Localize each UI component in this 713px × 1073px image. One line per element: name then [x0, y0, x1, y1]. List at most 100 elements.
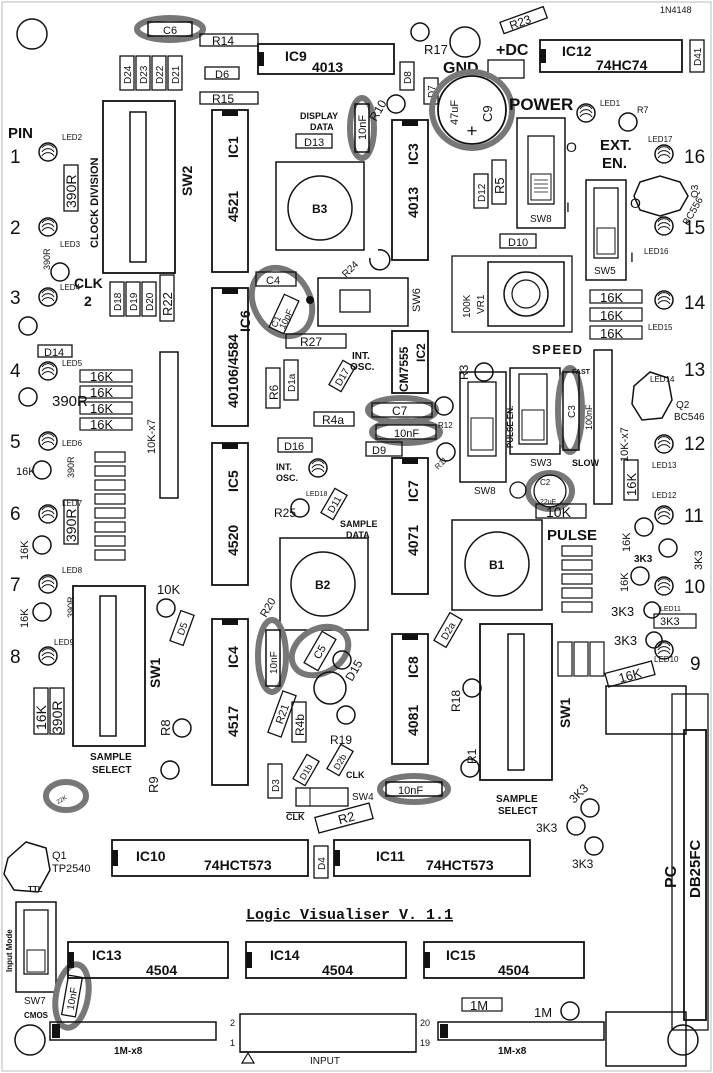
svg-text:IC8: IC8: [405, 656, 421, 678]
sw5-outline: [585, 179, 627, 281]
r15-label: R15: [212, 92, 234, 106]
svg-text:SW6: SW6: [411, 288, 423, 312]
svg-text:10K: 10K: [157, 582, 180, 597]
svg-text:IC5: IC5: [225, 470, 241, 492]
svg-text:D22: D22: [155, 65, 166, 84]
svg-text:3K3: 3K3: [614, 633, 637, 648]
svg-text:IC11: IC11: [376, 848, 405, 864]
resnet-1m-x8-left: [49, 1021, 217, 1041]
svg-text:D13: D13: [304, 137, 324, 149]
svg-text:IC4: IC4: [225, 646, 241, 668]
svg-text:10K-x7: 10K-x7: [619, 427, 631, 462]
svg-text:16K: 16K: [90, 369, 113, 384]
svg-text:1M: 1M: [470, 998, 488, 1013]
svg-text:SLOW: SLOW: [572, 458, 600, 468]
svg-text:3K3: 3K3: [566, 781, 591, 806]
svg-text:10K: 10K: [546, 504, 572, 520]
svg-text:+: +: [462, 125, 482, 136]
svg-text:Q1: Q1: [52, 850, 67, 862]
r20-cap-highlight: [255, 617, 289, 695]
svg-text:SAMPLE: SAMPLE: [340, 519, 378, 529]
svg-text:SAMPLE: SAMPLE: [90, 752, 132, 763]
pc-label: PC: [663, 865, 680, 888]
svg-text:IC10: IC10: [136, 848, 166, 864]
svg-text:C2: C2: [540, 478, 551, 487]
svg-text:10nF: 10nF: [394, 428, 419, 440]
c3-highlight: [555, 365, 585, 455]
svg-text:22uF: 22uF: [540, 499, 556, 506]
svg-text:D19: D19: [129, 292, 140, 311]
svg-text:D23: D23: [139, 65, 150, 84]
c9-label: C9: [480, 105, 495, 122]
q1-outline: [3, 841, 51, 893]
sw6-outline: [317, 277, 409, 327]
svg-text:20: 20: [420, 1018, 430, 1028]
sw1-right-label: SW1: [557, 697, 573, 728]
svg-text:D16: D16: [284, 441, 304, 453]
svg-text:LED10: LED10: [654, 655, 679, 664]
db25-flange-top: [605, 685, 687, 735]
svg-text:D10: D10: [508, 237, 528, 249]
svg-text:390R: 390R: [49, 701, 65, 734]
clock-division-label: CLOCK DIVISION: [89, 157, 101, 248]
diode-array-d18-d20: D18 D19 D20: [109, 281, 157, 317]
svg-text:R25: R25: [274, 506, 296, 520]
ic8-outline: [391, 633, 429, 765]
svg-text:IC14: IC14: [270, 947, 300, 963]
svg-text:19: 19: [420, 1038, 430, 1048]
svg-text:SW8: SW8: [474, 486, 496, 497]
sw1-right-outline: [479, 623, 553, 781]
svg-text:2: 2: [84, 293, 92, 309]
svg-text:SW3: SW3: [530, 458, 552, 469]
svg-text:D14: D14: [44, 347, 64, 359]
svg-text:CLK: CLK: [74, 275, 103, 291]
d41-label: D41: [693, 47, 704, 66]
svg-text:LED14: LED14: [650, 375, 675, 384]
svg-text:IC15: IC15: [446, 947, 476, 963]
db25-flange-bottom: [605, 1011, 687, 1067]
svg-text:3K3: 3K3: [536, 821, 558, 835]
svg-text:R19: R19: [330, 733, 352, 747]
svg-text:LED15: LED15: [648, 323, 673, 332]
svg-text:LED3: LED3: [60, 240, 81, 249]
svg-text:10nF: 10nF: [398, 785, 423, 797]
svg-text:9: 9: [690, 654, 701, 675]
db25-body: [683, 729, 707, 1021]
svg-text:DISPLAY: DISPLAY: [300, 111, 338, 121]
svg-text:4517: 4517: [225, 706, 241, 737]
svg-text:B3: B3: [312, 202, 328, 216]
svg-text:390R: 390R: [66, 456, 76, 478]
resistor-trio-right: [557, 641, 605, 677]
svg-text:D3: D3: [271, 779, 282, 792]
svg-text:SW5: SW5: [594, 266, 616, 277]
svg-text:13: 13: [684, 360, 705, 381]
sw1-left-label: SW1: [147, 657, 163, 688]
svg-text:R6: R6: [267, 384, 281, 400]
svg-text:D5: D5: [176, 621, 191, 637]
svg-text:Q3: Q3: [690, 184, 701, 198]
svg-text:74HCT573: 74HCT573: [204, 857, 272, 873]
svg-text:16K: 16K: [90, 401, 113, 416]
c4-c1-highlight: [248, 264, 316, 340]
svg-text:BC546: BC546: [674, 412, 705, 423]
svg-text:10: 10: [684, 577, 705, 598]
svg-text:VR1: VR1: [476, 294, 487, 314]
ic5-outline: [211, 442, 249, 586]
sw4-outline: [295, 787, 349, 807]
svg-text:INT.: INT.: [276, 462, 292, 472]
ic2-outline: [391, 330, 429, 394]
svg-text:4013: 4013: [405, 187, 421, 218]
cap-10nf-3-highlight: [377, 773, 451, 805]
svg-text:3K3: 3K3: [572, 857, 594, 871]
svg-text:R4b: R4b: [293, 714, 307, 736]
d7-label: D7: [427, 85, 438, 98]
input-label: INPUT: [310, 1056, 340, 1067]
svg-text:IC3: IC3: [405, 143, 421, 165]
svg-text:1M: 1M: [534, 1005, 552, 1020]
svg-text:LED16: LED16: [644, 247, 669, 256]
svg-text:Input Mode: Input Mode: [5, 929, 14, 972]
svg-text:D12: D12: [477, 183, 488, 202]
svg-text:1M-x8: 1M-x8: [498, 1046, 527, 1057]
diode-1n4148-label: 1N4148: [660, 5, 692, 15]
